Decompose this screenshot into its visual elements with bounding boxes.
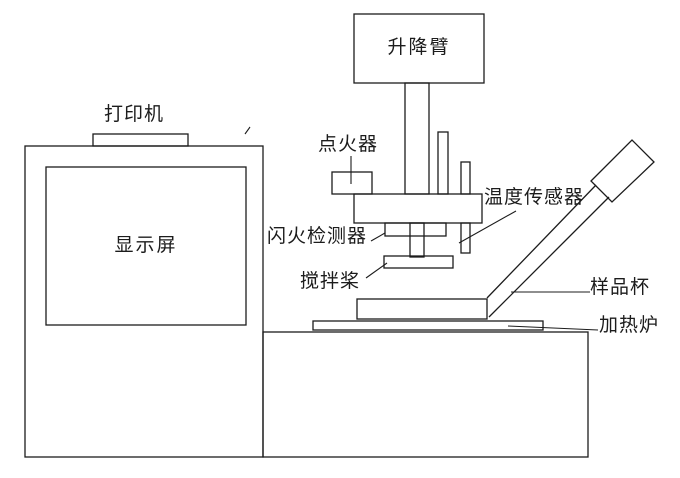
igniter-outline xyxy=(331,171,373,195)
paddle-leader-line xyxy=(365,262,388,279)
stray-tick-mark xyxy=(244,126,251,135)
head-assembly-outline xyxy=(353,193,483,224)
label-flash-detector: 闪火检测器 xyxy=(267,226,368,247)
arm-handle-outline xyxy=(590,139,655,203)
heater-plate-outline xyxy=(312,320,544,331)
flash-detector-leader-line xyxy=(370,232,386,242)
heater-leader-line xyxy=(507,325,599,331)
temp-probe-outline xyxy=(460,222,471,254)
label-heating-furnace: 加热炉 xyxy=(599,315,660,336)
stirrer-shaft-outline xyxy=(409,222,425,258)
label-lifting-arm: 升降臂 xyxy=(387,37,451,59)
label-igniter: 点火器 xyxy=(318,134,379,155)
base-unit-outline xyxy=(262,331,589,458)
flash-detector-outline xyxy=(384,222,447,237)
label-sample-cup: 样品杯 xyxy=(590,277,651,298)
label-stirring-paddle: 搅拌桨 xyxy=(300,271,361,292)
label-display-screen: 显示屏 xyxy=(114,234,178,256)
arm-rod-line-1 xyxy=(486,184,597,299)
label-printer: 打印机 xyxy=(104,104,165,125)
lift-shaft-outline xyxy=(404,82,430,195)
stirring-paddle-outline xyxy=(383,255,454,269)
support-rod-1 xyxy=(437,131,449,195)
arm-rod-line-2 xyxy=(488,196,610,318)
support-rod-2 xyxy=(460,161,471,195)
sample-cup-outline xyxy=(356,298,488,320)
temp-sensor-leader-line xyxy=(458,210,517,244)
printer-outline xyxy=(92,133,189,147)
label-temperature-sensor: 温度传感器 xyxy=(484,187,585,208)
display-screen-outline xyxy=(45,166,247,326)
